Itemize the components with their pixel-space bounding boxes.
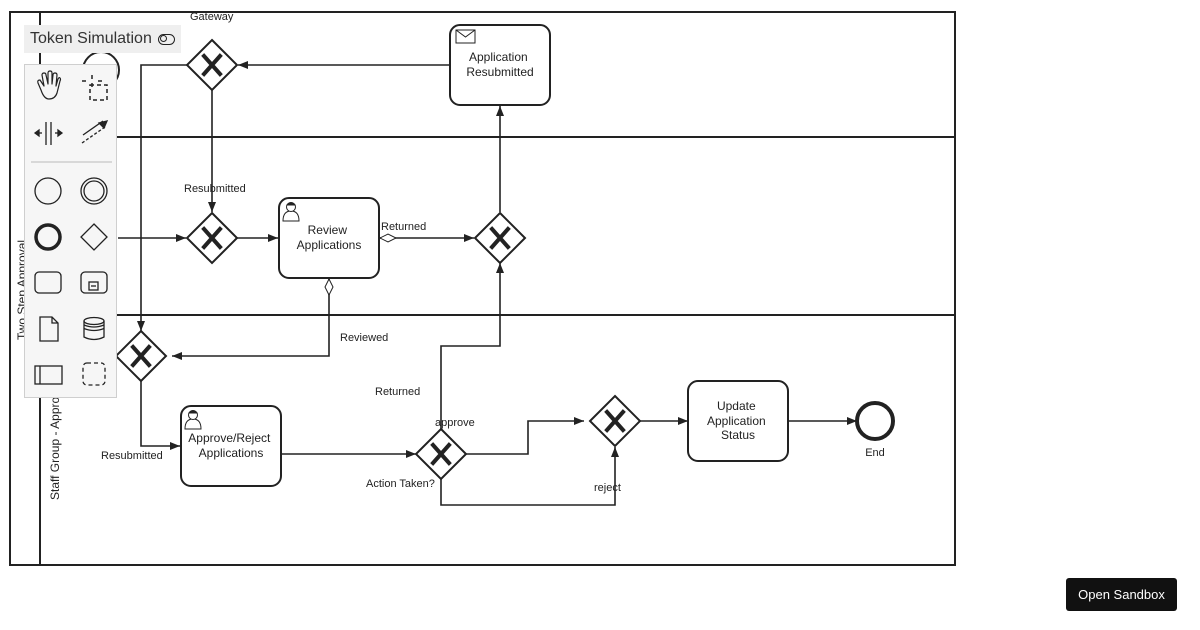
exclusive-gateway-merge[interactable] — [185, 211, 239, 265]
task-label: Applications — [297, 238, 362, 252]
exclusive-gateway-action-taken[interactable] — [414, 427, 468, 481]
exclusive-gateway-top[interactable] — [185, 38, 239, 92]
label-action-taken: Action Taken? — [366, 478, 435, 490]
svg-text:Approve/Reject Applicati: Approve/Reject Applications — [188, 431, 273, 460]
user-icon — [282, 202, 300, 222]
exclusive-gateway-lower-merge[interactable] — [114, 329, 168, 383]
end-event-tool-icon[interactable] — [34, 223, 62, 251]
exclusive-gateway-returned[interactable] — [473, 211, 527, 265]
start-event-tool-icon[interactable] — [34, 177, 62, 205]
toggle-icon — [157, 33, 175, 45]
label-resubmitted-bottom: Resubmitted — [101, 450, 163, 462]
lasso-tool-icon[interactable] — [82, 75, 108, 101]
exclusive-gateway-final-merge[interactable] — [588, 394, 642, 448]
task-label: Status — [721, 428, 755, 442]
pool[interactable] — [9, 11, 956, 566]
data-object-tool-icon[interactable] — [39, 316, 59, 342]
flow-reviewed[interactable] — [172, 279, 330, 360]
label-approve: approve — [435, 417, 475, 429]
svg-text:Update Application: Update Application Status — [707, 399, 769, 442]
task-label: Application — [469, 50, 528, 64]
task-application-resubmitted[interactable]: Application Resubmitted — [449, 24, 551, 106]
hand-tool-icon[interactable] — [37, 70, 62, 100]
lane-label-approver: Staff Group - Approver — [48, 380, 62, 500]
label-reviewed: Reviewed — [340, 332, 388, 344]
token-simulation-label: Token Simulation — [30, 30, 152, 47]
open-sandbox-button[interactable]: Open Sandbox — [1066, 578, 1177, 611]
intermediate-event-tool-icon[interactable] — [80, 177, 108, 205]
flow-action-reject[interactable] — [440, 447, 619, 506]
group-tool-icon[interactable] — [82, 362, 106, 386]
flow-action-approve[interactable] — [466, 417, 584, 455]
space-tool-icon[interactable] — [33, 122, 64, 145]
user-icon — [184, 410, 202, 430]
svg-text:Application Resubmitted: Application Resubmitted — [466, 50, 533, 79]
flow-lower-merge-to-approve[interactable] — [140, 381, 180, 450]
subprocess-tool-icon[interactable] — [80, 271, 108, 294]
participant-tool-icon[interactable] — [34, 365, 63, 385]
task-label: Approve/Reject — [188, 431, 271, 445]
conditional-marker — [324, 277, 334, 297]
gateway-tool-icon[interactable] — [80, 223, 108, 251]
task-approve-reject-applications[interactable]: Approve/Reject Applications — [180, 405, 282, 487]
conditional-marker — [378, 233, 398, 243]
task-label: Applications — [199, 446, 264, 460]
task-tool-icon[interactable] — [34, 271, 62, 294]
label-end: End — [865, 447, 885, 459]
label-resubmitted-top: Resubmitted — [184, 183, 246, 195]
global-connect-tool-icon[interactable] — [81, 120, 109, 144]
flow-gateway-to-lower-merge[interactable] — [137, 64, 188, 331]
modeling-palette — [24, 64, 117, 398]
token-simulation-toggle[interactable]: Token Simulation — [24, 25, 181, 53]
task-review-applications[interactable]: Review Applications — [278, 197, 380, 279]
task-update-application-status[interactable]: Update Application Status — [687, 380, 789, 462]
label-returned-bottom: Returned — [375, 386, 420, 398]
task-label: Resubmitted — [466, 65, 533, 79]
svg-text:Review Applications: Review Applications — [297, 223, 362, 252]
label-reject: reject — [594, 482, 621, 494]
task-label: Review — [308, 223, 348, 237]
label-returned-top: Returned — [381, 221, 426, 233]
task-label: Application — [707, 414, 766, 428]
flow-action-returned[interactable] — [440, 263, 504, 429]
label-gateway: Gateway — [190, 11, 234, 23]
data-store-tool-icon[interactable] — [83, 316, 105, 341]
envelope-icon — [455, 29, 476, 44]
task-label: Update — [717, 399, 756, 413]
end-event[interactable] — [855, 401, 895, 441]
